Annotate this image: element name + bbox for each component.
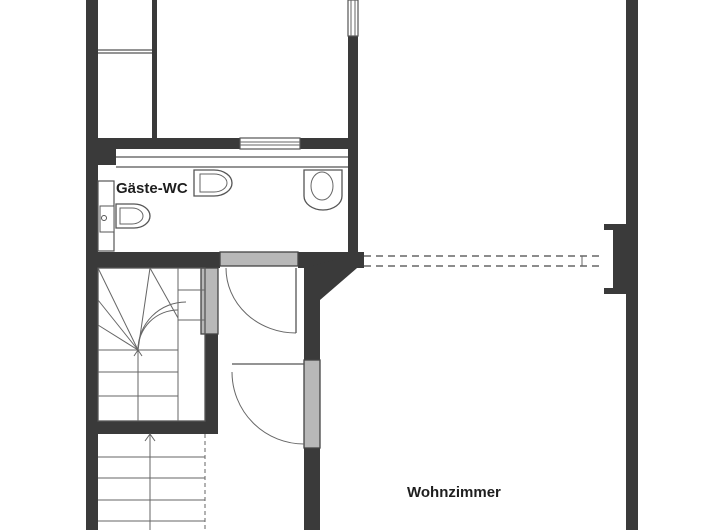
staircase-lower [98, 433, 206, 530]
door-wc[interactable] [219, 251, 299, 334]
washbasin-icon [97, 180, 115, 252]
wall-top-room-divider [152, 0, 157, 140]
wall-stair-mid [98, 421, 218, 434]
wall-wc-top [98, 138, 356, 149]
storage-cabinet [98, 49, 152, 54]
opening-living-room [364, 255, 604, 267]
wall-right-exterior [626, 0, 638, 530]
window-wc [239, 137, 301, 150]
wall-wc-right-upper [348, 36, 358, 149]
toilet-icon [303, 169, 343, 211]
wall-wc-inner-left [98, 149, 116, 165]
wall-wc-right [348, 149, 358, 259]
small-basin-icon [193, 169, 233, 197]
window-top-right [347, 0, 359, 37]
wall-left-exterior [86, 0, 98, 530]
wall-wc-bottom [98, 252, 220, 268]
door-living-room[interactable] [231, 359, 321, 449]
room-label-living-room: Wohnzimmer [407, 484, 501, 501]
toilet-left-icon [115, 203, 151, 229]
walls [86, 0, 638, 530]
door-leaf-stair[interactable] [200, 267, 219, 335]
room-label-guest-wc: Gäste-WC [116, 180, 188, 197]
staircase-upper [97, 267, 206, 422]
wall-diagonal-corner [304, 252, 364, 312]
